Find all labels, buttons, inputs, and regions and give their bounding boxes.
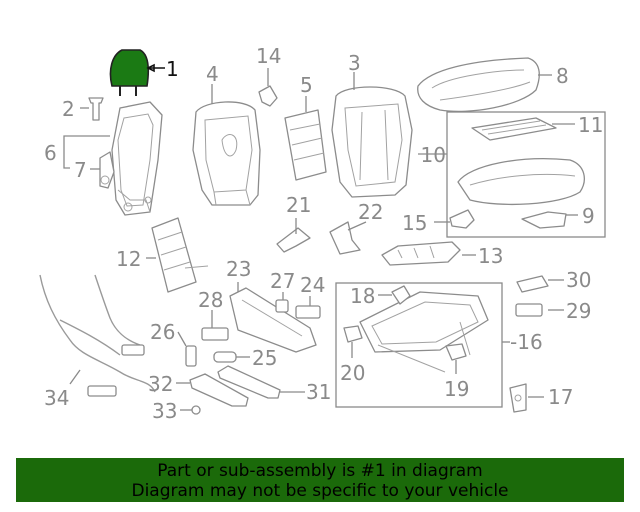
part-6-back-frame[interactable] bbox=[111, 101, 163, 216]
part-16-adjuster[interactable] bbox=[359, 291, 489, 373]
part-20-motor[interactable] bbox=[343, 325, 363, 343]
callout-labels: 1 2 3 4 5 6 7 8 9 10 11 12 13 14 15 -16 … bbox=[44, 44, 603, 423]
part-34-harness[interactable] bbox=[39, 274, 156, 397]
part-19-motor[interactable] bbox=[445, 343, 467, 361]
part-8-cushion-cover[interactable] bbox=[417, 57, 540, 113]
part-4-back-cushion[interactable] bbox=[192, 101, 261, 206]
callout-7[interactable]: 7 bbox=[74, 158, 87, 182]
part-24-switch[interactable] bbox=[295, 305, 321, 319]
part-28-switch-bezel[interactable] bbox=[201, 327, 229, 341]
callout-30[interactable]: 30 bbox=[566, 268, 591, 292]
part-26-clip[interactable] bbox=[185, 345, 197, 367]
callout-10[interactable]: 10 bbox=[421, 143, 446, 167]
callout-33[interactable]: 33 bbox=[152, 399, 177, 423]
callout-3[interactable]: 3 bbox=[348, 51, 361, 75]
callout-12[interactable]: 12 bbox=[116, 247, 141, 271]
callout-1[interactable]: 1 bbox=[166, 57, 179, 81]
part-27-knob[interactable] bbox=[275, 299, 289, 313]
notice-banner: Part or sub-assembly is #1 in diagram Di… bbox=[16, 458, 624, 502]
callout-31[interactable]: 31 bbox=[306, 380, 331, 404]
part-2-guide[interactable] bbox=[88, 97, 104, 121]
leader-lines bbox=[63, 63, 578, 411]
callout-8[interactable]: 8 bbox=[556, 64, 569, 88]
part-5-lumbar[interactable] bbox=[284, 109, 327, 181]
part-29-switch[interactable] bbox=[515, 303, 543, 317]
part-12-wire-panel[interactable] bbox=[151, 217, 209, 293]
callout-2[interactable]: 2 bbox=[62, 97, 75, 121]
callout-34[interactable]: 34 bbox=[44, 386, 69, 410]
part-21-bracket[interactable] bbox=[276, 227, 311, 253]
callout-27[interactable]: 27 bbox=[270, 269, 295, 293]
callout-25[interactable]: 25 bbox=[252, 346, 277, 370]
callout-20[interactable]: 20 bbox=[340, 361, 365, 385]
part-32-rail-cover[interactable] bbox=[189, 373, 249, 407]
part-30-switch[interactable] bbox=[516, 275, 549, 293]
part-9-bracket[interactable] bbox=[521, 211, 567, 229]
callout-24[interactable]: 24 bbox=[300, 273, 325, 297]
part-17-bracket[interactable] bbox=[509, 383, 527, 413]
part-31-rail-cover[interactable] bbox=[217, 365, 281, 399]
callout-11[interactable]: 11 bbox=[578, 113, 603, 137]
banner-line-2: Diagram may not be specific to your vehi… bbox=[131, 481, 509, 501]
callout-14[interactable]: 14 bbox=[256, 44, 281, 68]
part-23-side-shield[interactable] bbox=[229, 287, 317, 353]
callout-29[interactable]: 29 bbox=[566, 299, 591, 323]
callout-18[interactable]: 18 bbox=[350, 284, 375, 308]
group-16-box bbox=[335, 282, 503, 408]
banner-line-1: Part or sub-assembly is #1 in diagram bbox=[157, 461, 483, 481]
part-15-motor[interactable] bbox=[449, 209, 475, 229]
callout-9[interactable]: 9 bbox=[582, 204, 595, 228]
part-22-bracket[interactable] bbox=[329, 221, 361, 255]
callout-22[interactable]: 22 bbox=[358, 200, 383, 224]
part-25-knob[interactable] bbox=[213, 351, 237, 363]
part-3-back-cover[interactable] bbox=[331, 86, 413, 198]
callout-32[interactable]: 32 bbox=[148, 372, 173, 396]
callout-19[interactable]: 19 bbox=[444, 377, 469, 401]
part-14-clip[interactable] bbox=[258, 85, 278, 107]
callout-26[interactable]: 26 bbox=[150, 320, 175, 344]
part-13-track[interactable] bbox=[381, 241, 461, 266]
callout-13[interactable]: 13 bbox=[478, 244, 503, 268]
callout-6[interactable]: 6 bbox=[44, 141, 57, 165]
callout-5[interactable]: 5 bbox=[300, 73, 313, 97]
callout-17[interactable]: 17 bbox=[548, 385, 573, 409]
callout-21[interactable]: 21 bbox=[286, 193, 311, 217]
part-18-motor[interactable] bbox=[391, 285, 411, 305]
callout-15[interactable]: 15 bbox=[402, 211, 427, 235]
seat-parts-diagram: 1 2 3 4 5 6 7 8 9 10 11 12 13 14 15 -16 … bbox=[39, 44, 606, 423]
part-33-screw[interactable] bbox=[191, 405, 201, 415]
part-10-cushion-pad[interactable] bbox=[457, 158, 585, 206]
group-10-box bbox=[446, 111, 606, 238]
callout-28[interactable]: 28 bbox=[198, 288, 223, 312]
part-7-recliner[interactable] bbox=[99, 151, 115, 189]
callout-16[interactable]: -16 bbox=[510, 330, 543, 354]
part-11-pan[interactable] bbox=[471, 117, 557, 141]
callout-4[interactable]: 4 bbox=[206, 62, 219, 86]
part-1-headrest[interactable] bbox=[109, 49, 150, 96]
callout-23[interactable]: 23 bbox=[226, 257, 251, 281]
